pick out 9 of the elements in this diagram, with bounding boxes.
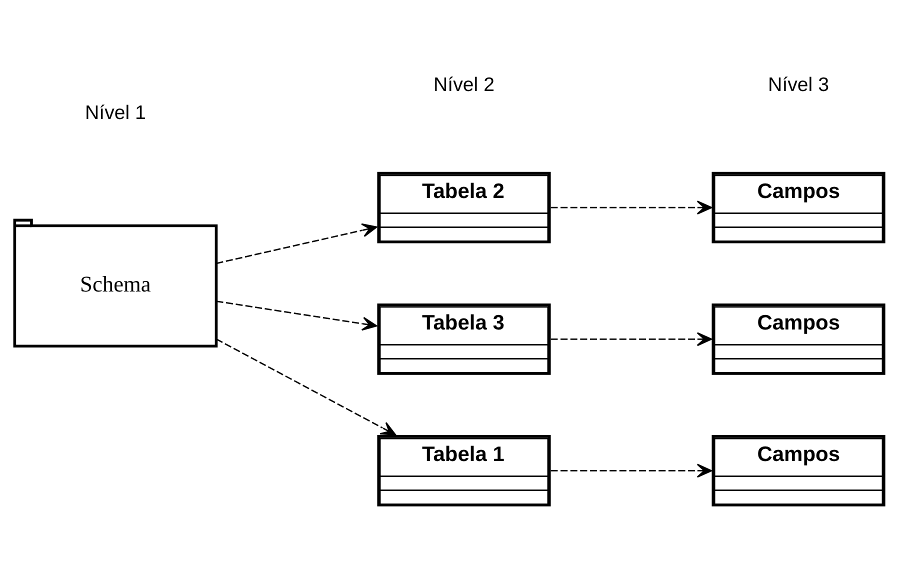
- label: Nível 3: [768, 73, 828, 96]
- arrow: [550, 463, 712, 478]
- arrow: [216, 300, 377, 330]
- arrow: [216, 222, 377, 264]
- arrow: [550, 332, 712, 346]
- arrow: [216, 338, 396, 436]
- label: Nível 2: [433, 73, 494, 96]
- arrow: [550, 200, 712, 214]
- label: Nível 1: [84, 101, 146, 124]
